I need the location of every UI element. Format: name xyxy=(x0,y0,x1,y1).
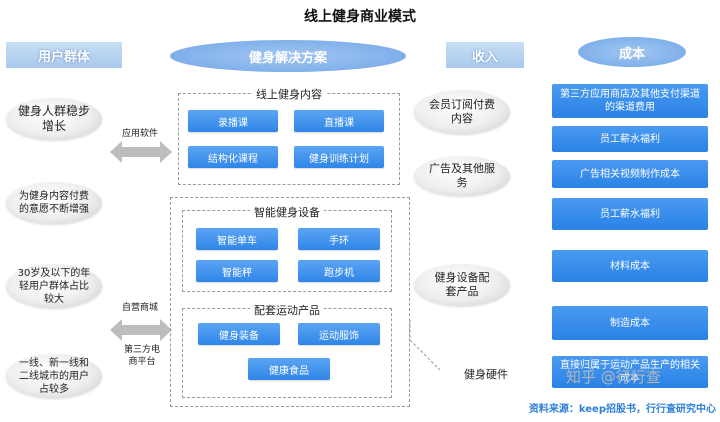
user-group-item: 一线、新一线和二线城市的用户占较多 xyxy=(6,354,102,398)
cost-item: 第三方应用商店及其他支付渠道的渠道费用 xyxy=(552,84,708,118)
content-item: 录播课 xyxy=(188,110,278,132)
user-group-item: 健身人群稳步增长 xyxy=(6,98,102,140)
content-item: 健身训练计划 xyxy=(294,146,384,168)
connector-lines xyxy=(409,320,441,371)
online-content-title: 线上健身内容 xyxy=(178,86,400,102)
cost-header: 成本 xyxy=(578,37,686,67)
product-item: 健身装备 xyxy=(198,323,280,345)
device-item: 手环 xyxy=(298,228,380,250)
user-group-item: 30岁及以下的年轻用户群体占比较大 xyxy=(6,264,102,308)
app-software-label: 应用软件 xyxy=(121,129,158,139)
user-group-item: 为健身内容付费的意愿不断增强 xyxy=(6,182,102,224)
own-mall-label: 自营商城 xyxy=(121,303,158,313)
cost-item: 材料成本 xyxy=(552,250,708,282)
content-item: 直播课 xyxy=(294,110,384,132)
income-item: 广告及其他服务 xyxy=(414,156,510,196)
device-item: 跑步机 xyxy=(298,260,380,282)
smart-devices-title: 智能健身设备 xyxy=(182,204,392,220)
hardware-outer-box xyxy=(170,197,410,407)
source-note: 资料来源：keep招股书，行行查研究中心 xyxy=(528,404,716,415)
page-title: 线上健身商业模式 xyxy=(304,9,416,25)
watermark: 知乎 @行行查 xyxy=(566,368,661,386)
product-item: 健康食品 xyxy=(248,358,330,380)
third-party-label: 第三方电商平台 xyxy=(123,345,160,367)
solution-header: 健身解决方案 xyxy=(170,40,406,72)
device-item: 智能秤 xyxy=(196,260,278,282)
cost-item: 直接归属于运动产品生产的相关成本 xyxy=(552,356,708,388)
double-arrow-icon xyxy=(110,141,172,163)
cost-item: 广告相关视频制作成本 xyxy=(552,160,708,188)
online-content-box xyxy=(178,93,400,185)
income-item: 会员订阅付费内容 xyxy=(414,90,510,134)
cost-item: 员工薪水福利 xyxy=(552,126,708,152)
hardware-label: 健身硬件 xyxy=(464,368,508,381)
product-item: 运动服饰 xyxy=(298,323,380,345)
income-header: 收入 xyxy=(446,42,524,68)
income-item: 健身设备配套产品 xyxy=(414,264,510,306)
double-arrow-icon xyxy=(110,319,172,341)
users-header: 用户群体 xyxy=(6,42,122,68)
sports-products-box xyxy=(182,308,392,398)
cost-item: 员工薪水福利 xyxy=(552,198,708,230)
cost-item: 制造成本 xyxy=(552,306,708,340)
content-item: 结构化课程 xyxy=(188,146,278,168)
sports-products-title: 配套运动产品 xyxy=(182,302,392,318)
device-item: 智能单车 xyxy=(196,228,278,250)
